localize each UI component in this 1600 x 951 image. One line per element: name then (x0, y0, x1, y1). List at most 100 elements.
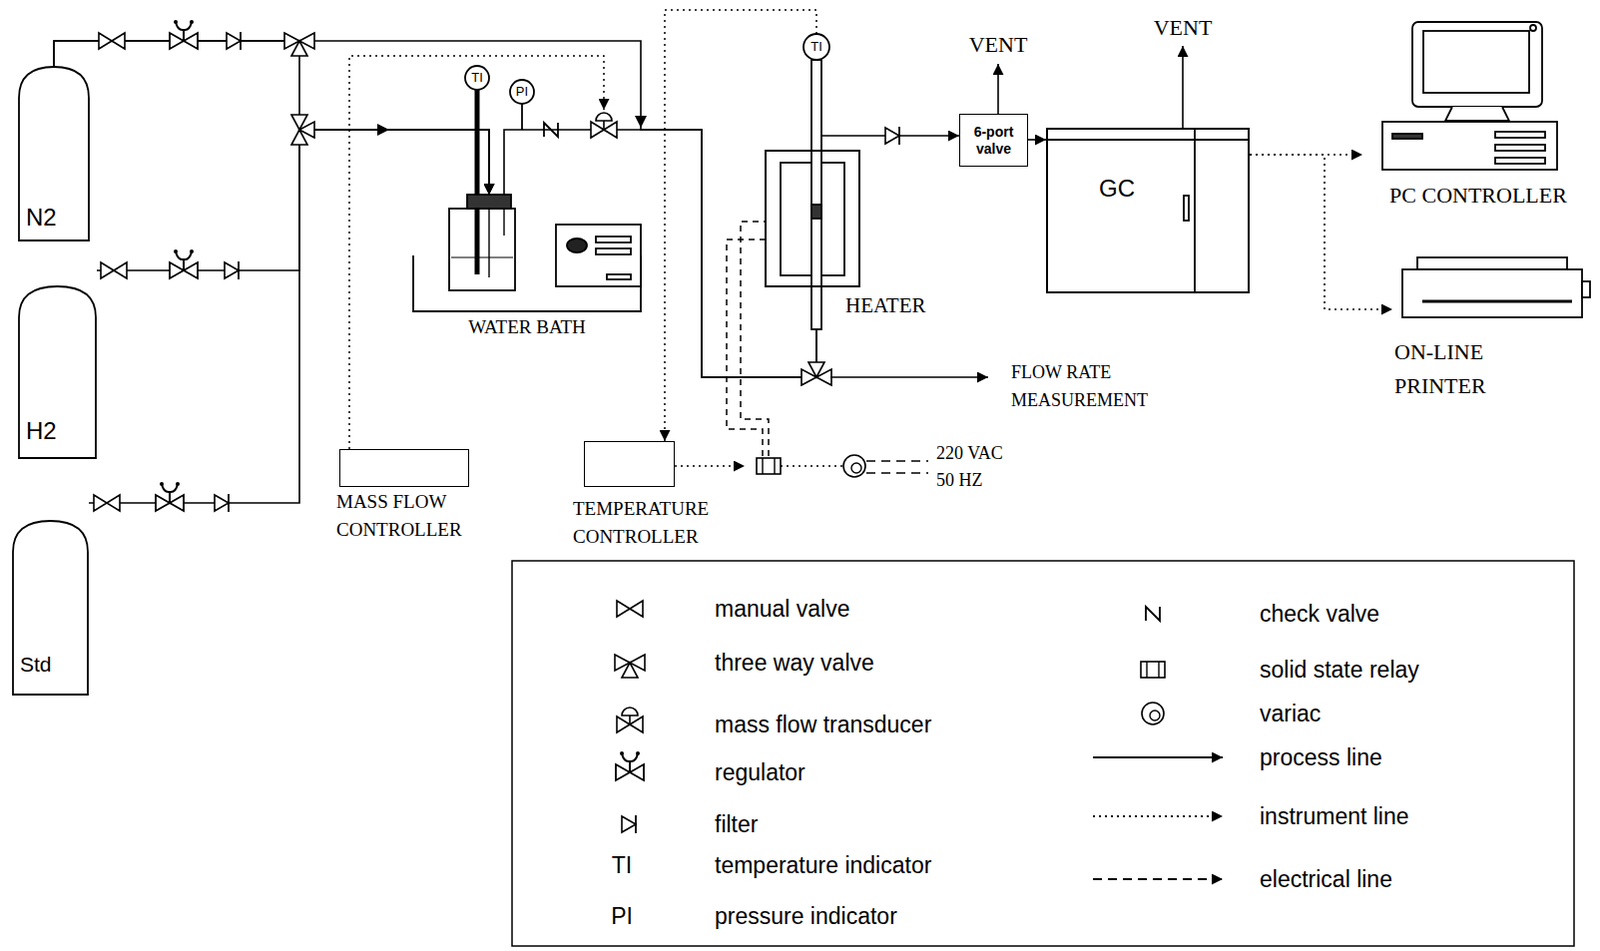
legend-text: solid state relay (1259, 655, 1420, 684)
drawing-part (449, 208, 516, 291)
drawing-part (1582, 281, 1591, 298)
drawing-part (555, 224, 641, 287)
drawing-part (169, 249, 198, 279)
drawing-part (1402, 269, 1583, 318)
printer-drawing (1402, 257, 1591, 318)
drawing-part (674, 465, 745, 468)
drawing-part (1046, 138, 1250, 141)
drawing-part (284, 32, 315, 56)
node-label: H2 (25, 417, 57, 446)
cylinder-body (12, 521, 88, 695)
supply-label: 220 VAC (936, 443, 1004, 465)
legend-symbol-text: PI (610, 903, 633, 930)
legend-text: three way valve (714, 648, 875, 677)
legend-symbol (1145, 606, 1160, 621)
drawing-part (100, 262, 127, 279)
drawing-part (1183, 195, 1189, 221)
node-label: HEATER (845, 293, 927, 318)
gc-drawing (1046, 127, 1250, 294)
legend-box (512, 560, 1575, 947)
drawing-part (467, 194, 512, 209)
drawing-part (1495, 157, 1546, 164)
pc-controller: PC CONTROLLER (1362, 17, 1595, 218)
drawing-part (843, 455, 866, 478)
drawing-part (1412, 21, 1543, 107)
legend-text: check valve (1259, 599, 1380, 628)
vent-label: VENT (1153, 14, 1213, 40)
legend-text: electrical line (1259, 865, 1393, 894)
node-label: PC CONTROLLER (1362, 182, 1595, 208)
legend-sample (616, 600, 643, 617)
legend-symbol (615, 751, 644, 781)
legend-symbol (1141, 702, 1164, 725)
legend-line (1092, 815, 1223, 818)
process-line (53, 40, 490, 195)
indicator-tag: PI (516, 84, 529, 100)
drawing-part (803, 33, 830, 60)
drawing-part (377, 123, 390, 136)
process-line (96, 129, 490, 271)
drawing-part (1417, 257, 1568, 270)
drawing-part (1495, 131, 1546, 138)
legend-sample (1092, 757, 1223, 759)
node-label: MASS FLOW CONTROLLER (336, 488, 487, 544)
legend-sample (1092, 879, 1223, 881)
drawing-part (521, 103, 524, 130)
vent-lines (998, 45, 1183, 128)
drawing-part (155, 482, 184, 512)
drawing-part (590, 112, 617, 138)
drawing-part (811, 204, 822, 219)
drawing-part (606, 274, 631, 280)
water-bath-drawing (413, 65, 641, 312)
legend-text: variac (1259, 699, 1321, 728)
legend-sample (614, 654, 645, 678)
drawing-part (1445, 106, 1510, 121)
drawing-part (465, 65, 490, 90)
legend-symbol (621, 815, 636, 834)
process-line (88, 129, 490, 504)
drawing-part (226, 31, 241, 50)
legend-sample (1092, 816, 1223, 818)
cylinder-outline (17, 285, 97, 460)
legend-symbol-text: TI (611, 852, 632, 879)
node-label: GC (1098, 174, 1135, 203)
cylinder-outline (17, 65, 90, 242)
drawing-part (224, 261, 239, 280)
drawing-part (866, 461, 929, 474)
computer-drawing (1382, 21, 1558, 170)
drawing-part (780, 465, 844, 468)
legend-sample (1141, 702, 1164, 725)
legend-sample (616, 707, 643, 733)
process-line (1028, 138, 1047, 141)
drawing-part (169, 19, 198, 49)
drawing-part (756, 458, 781, 475)
drawing-part (214, 494, 229, 513)
drawing-part (1530, 24, 1537, 31)
legend-symbol (616, 707, 643, 733)
legend-sample (1145, 606, 1160, 621)
cylinder-outline (11, 520, 89, 696)
legend-symbol (1140, 661, 1165, 678)
node-label: Std (19, 652, 52, 677)
node-label: TEMPERATURE CONTROLLER (572, 495, 748, 551)
outlet-label: FLOW RATE MEASUREMENT (1011, 358, 1186, 415)
drawing-part (1382, 121, 1558, 170)
node-label: WATER BATH (413, 316, 641, 339)
drawing-part (811, 59, 822, 330)
drawing-part (489, 208, 505, 278)
legend-text: filter (714, 810, 758, 839)
gas-cylinder: H2 (17, 285, 97, 460)
legend-symbol (614, 654, 645, 678)
heater: HEATER (764, 149, 861, 288)
legend-text: pressure indicator (714, 902, 898, 931)
cylinder-body (18, 66, 89, 241)
drawing-part (997, 63, 1000, 114)
process-line (53, 40, 817, 378)
temperature-controller: TEMPERATURE CONTROLLER (583, 441, 675, 488)
drawing-part (1495, 144, 1546, 151)
